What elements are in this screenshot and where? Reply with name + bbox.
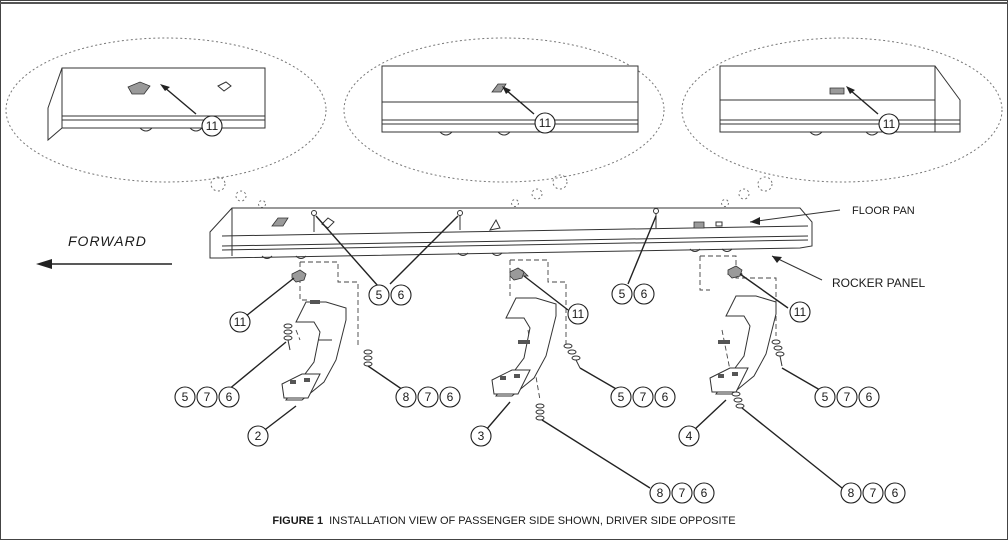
callout-bracket-left-nut: 11 — [229, 311, 251, 333]
bracket-2 — [281, 300, 347, 401]
svg-text:4: 4 — [686, 429, 693, 443]
figure-number: FIGURE 1 — [272, 515, 323, 527]
bracket-4 — [709, 267, 777, 395]
figure-caption: FIGURE 1 INSTALLATION VIEW OF PASSENGER S… — [272, 515, 735, 527]
svg-text:11: 11 — [794, 305, 807, 319]
svg-text:6: 6 — [866, 390, 873, 404]
svg-text:11: 11 — [539, 116, 552, 130]
svg-text:5: 5 — [822, 390, 829, 404]
svg-text:6: 6 — [398, 288, 405, 302]
svg-text:2: 2 — [255, 429, 262, 443]
callout-bolt-left-upper: 5 7 6 — [174, 386, 240, 408]
svg-text:5: 5 — [618, 390, 625, 404]
detail-rail-right — [719, 65, 961, 136]
callout-bracket-3: 3 — [470, 425, 492, 447]
svg-text:5: 5 — [376, 288, 383, 302]
svg-text:5: 5 — [619, 287, 626, 301]
callout-detail-left: 11 — [201, 115, 223, 137]
svg-text:8: 8 — [848, 486, 855, 500]
svg-text:11: 11 — [206, 119, 219, 133]
svg-text:5: 5 — [182, 390, 189, 404]
svg-text:8: 8 — [657, 486, 664, 500]
svg-text:6: 6 — [662, 390, 669, 404]
svg-text:7: 7 — [870, 486, 877, 500]
svg-text:3: 3 — [478, 429, 485, 443]
detail-rail-left — [47, 67, 266, 142]
detail-bubble-right — [681, 37, 1003, 183]
rocker-panel-leader — [771, 255, 823, 281]
thought-dots — [210, 174, 773, 208]
leader-lines — [227, 273, 843, 489]
svg-text:7: 7 — [679, 486, 686, 500]
svg-text:11: 11 — [572, 307, 585, 321]
callout-bolt-center-upper: 5 7 6 — [610, 386, 676, 408]
callout-bolt-center-lower: 8 7 6 — [649, 482, 715, 504]
detail-bubble-left — [5, 37, 327, 183]
detail-rail-center — [381, 65, 639, 136]
rocker-panel-label: ROCKER PANEL — [832, 276, 925, 290]
svg-text:7: 7 — [204, 390, 211, 404]
callout-bracket-2: 2 — [247, 425, 269, 447]
svg-text:7: 7 — [640, 390, 647, 404]
callout-bracket-4: 4 — [678, 425, 700, 447]
forward-arrow-icon — [36, 259, 172, 269]
detail-bubble-center — [343, 37, 665, 183]
figure-caption-text: INSTALLATION VIEW OF PASSENGER SIDE SHOW… — [329, 515, 735, 527]
callout-bolt-left-lower: 8 7 6 — [395, 386, 461, 408]
callout-bracket-center-nut: 11 — [567, 303, 589, 325]
floor-pan-label: FLOOR PAN — [852, 205, 915, 217]
callout-detail-center: 11 — [534, 112, 556, 134]
svg-text:6: 6 — [892, 486, 899, 500]
svg-text:7: 7 — [844, 390, 851, 404]
svg-text:6: 6 — [701, 486, 708, 500]
callout-pan-left: 5 6 — [368, 284, 412, 306]
hardware-stacks — [283, 265, 785, 421]
bracket-3 — [491, 269, 557, 397]
svg-text:6: 6 — [641, 287, 648, 301]
callout-bolt-right-lower: 8 7 6 — [840, 482, 906, 504]
forward-label: FORWARD — [68, 233, 147, 249]
rocker-panel-assembly — [209, 207, 813, 259]
floor-pan-leader — [749, 209, 841, 223]
callout-pan-right: 5 6 — [611, 283, 655, 305]
svg-text:7: 7 — [425, 390, 432, 404]
svg-text:6: 6 — [447, 390, 454, 404]
svg-text:11: 11 — [234, 315, 247, 329]
callout-bolt-right-upper: 5 7 6 — [814, 386, 880, 408]
svg-text:11: 11 — [883, 117, 896, 131]
callout-detail-right: 11 — [878, 113, 900, 135]
svg-text:6: 6 — [226, 390, 233, 404]
svg-text:8: 8 — [403, 390, 410, 404]
callout-bracket-right-nut: 11 — [789, 301, 811, 323]
